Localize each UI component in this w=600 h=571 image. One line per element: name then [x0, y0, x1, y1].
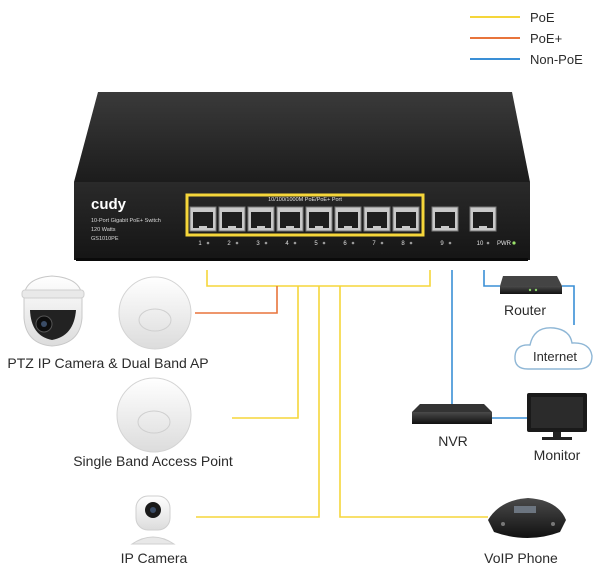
router-internet-line: [562, 285, 575, 325]
internet-label: Internet: [533, 349, 577, 364]
poe-switch: cudy 10-Port Gigabit PoE+ Switch 120 Wat…: [74, 92, 530, 261]
nvr-label: NVR: [438, 433, 468, 449]
port-number-label: 9: [440, 241, 444, 247]
dual-band-ap-device: [118, 276, 192, 350]
monitor-label: Monitor: [534, 447, 581, 463]
port-number-label: 7: [372, 241, 376, 247]
switch-port-1: 1: [189, 206, 217, 247]
router-label: Router: [504, 302, 546, 318]
port-number-label: 4: [285, 241, 289, 247]
single-band-ap-device: [116, 377, 192, 453]
legend-poeplus-label: PoE+: [530, 31, 562, 46]
cloud-icon: [514, 327, 593, 370]
switch-port-6: 6: [334, 206, 362, 247]
nvr-icon: [412, 404, 492, 412]
switch-port-7: 7: [363, 206, 391, 247]
switch-power: 120 Watts: [91, 227, 116, 233]
switch-port-2: 2: [218, 206, 246, 247]
legend-nonpoe-label: Non-PoE: [530, 52, 583, 67]
switch-description: 10-Port Gigabit PoE+ Switch: [91, 218, 161, 224]
single-ap-label: Single Band Access Point: [73, 453, 233, 469]
ptz-ap-line: [195, 286, 278, 314]
ip-camera-device: [130, 495, 176, 545]
voip-label: VoIP Phone: [484, 550, 558, 566]
port-number-label: 6: [343, 241, 347, 247]
port-group-highlight: [185, 193, 425, 237]
single-ap-line: [232, 286, 299, 419]
port-number-label: 1: [198, 241, 202, 247]
port-group-label: 10/100/1000M PoE/PoE+ Port: [268, 197, 342, 203]
switch-ports: 1 2 3 4 5 6 7 8 9 10: [189, 206, 497, 247]
port-number-label: 10: [477, 241, 484, 247]
switch-port-8: 8: [392, 206, 420, 247]
ap-icon: [118, 276, 192, 350]
monitor-device: [527, 393, 587, 440]
switch-brand: cudy: [91, 196, 127, 213]
ip-camera-line: [196, 286, 320, 518]
connections: [195, 270, 575, 518]
pwr-label: PWR: [497, 241, 512, 247]
pwr-led: [512, 241, 516, 245]
router-device: [500, 276, 562, 294]
router-icon: [500, 276, 562, 286]
switch-port-4: 4: [276, 206, 304, 247]
voip-line: [339, 286, 488, 518]
port-number-label: 3: [256, 241, 260, 247]
port-number-label: 5: [314, 241, 318, 247]
ip-camera-label: IP Camera: [121, 550, 188, 566]
switch-port-3: 3: [247, 206, 275, 247]
ptz-ap-label: PTZ IP Camera & Dual Band AP: [7, 355, 208, 371]
legend: PoE PoE+ Non-PoE: [470, 10, 583, 67]
switch-port-10: 10: [469, 206, 497, 247]
ptz-camera-device: [21, 275, 85, 347]
legend-poe-label: PoE: [530, 10, 555, 25]
voip-phone-device: [488, 498, 566, 538]
port-number-label: 8: [401, 241, 405, 247]
port-number-label: 2: [227, 241, 231, 247]
switch-top: [74, 92, 530, 182]
switch-port-5: 5: [305, 206, 333, 247]
switch-model: GS1010PE: [91, 236, 119, 242]
router-line: [483, 270, 500, 287]
single-ap-icon: [116, 377, 192, 453]
switch-port-9: 9: [431, 206, 459, 247]
voip-phone-icon: [488, 498, 566, 538]
internet-cloud: [514, 327, 593, 370]
poe-trunk-line: [206, 270, 431, 287]
nvr-device: [412, 404, 492, 424]
